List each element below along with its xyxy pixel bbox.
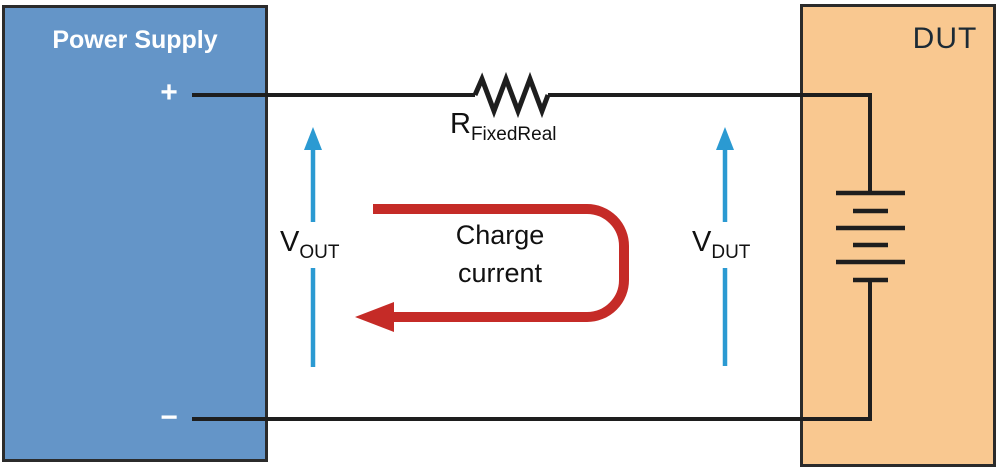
resistor-icon [472, 71, 551, 119]
top-wire [192, 93, 872, 191]
vdut-symbol: V [692, 226, 712, 258]
resistor-label: RFixedReal [450, 108, 557, 146]
bottom-wire [192, 282, 872, 421]
power-supply-box [2, 5, 268, 462]
power-supply-title: Power Supply [52, 26, 218, 54]
vout-arrow [304, 127, 322, 367]
resistor-subscript: FixedReal [470, 124, 557, 145]
minus-terminal-label: − [160, 401, 178, 434]
vdut-arrow [716, 127, 734, 366]
vout-symbol: V [280, 226, 300, 258]
vout-label: VOUT [280, 226, 339, 264]
vdut-label: VDUT [692, 226, 750, 264]
charge-current-arrow [355, 204, 629, 332]
plus-terminal-label: + [160, 76, 178, 109]
dut-title: DUT [912, 22, 978, 55]
vdut-subscript: DUT [711, 242, 751, 263]
resistor-symbol: R [450, 108, 471, 140]
vout-subscript: OUT [299, 242, 340, 263]
charge-current-label: Charge current [455, 220, 545, 288]
dut-box [800, 4, 996, 467]
battery-icon [836, 190, 905, 283]
